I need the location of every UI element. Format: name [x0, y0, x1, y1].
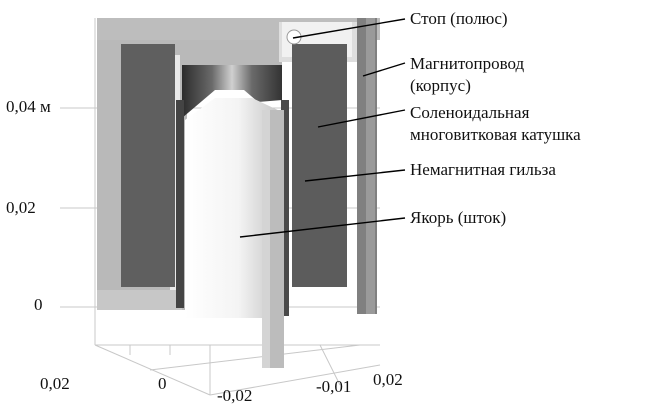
y-tick-label: 0,02: [373, 370, 403, 389]
x-tick-label: -0,02: [217, 386, 253, 405]
non-magnetic-sleeve: [176, 100, 289, 316]
z-tick-label: 0: [34, 295, 43, 314]
x-tick-label: 0,02: [40, 374, 70, 393]
label-coil: Соленоидальная: [410, 103, 530, 122]
label-magnetic-core: Магнитопровод: [410, 54, 525, 73]
label-stop-pole: Стоп (полюс): [410, 9, 508, 28]
label-sleeve: Немагнитная гильза: [410, 160, 556, 179]
label-magnetic-core-housing: (корпус): [410, 76, 471, 95]
armature: [185, 98, 284, 368]
y-tick-label: -0,01: [316, 377, 352, 396]
leader-lines: [239, 18, 406, 238]
solenoid-coil: [121, 44, 347, 287]
z-tick-label: 0,02: [6, 198, 36, 217]
label-coil-multiturn: многовитковая катушка: [410, 125, 581, 144]
label-armature: Якорь (шток): [410, 208, 507, 227]
x-tick-label: 0: [158, 374, 167, 393]
z-tick-label: 0,04 м: [6, 97, 51, 116]
pole-piece: [182, 65, 282, 118]
